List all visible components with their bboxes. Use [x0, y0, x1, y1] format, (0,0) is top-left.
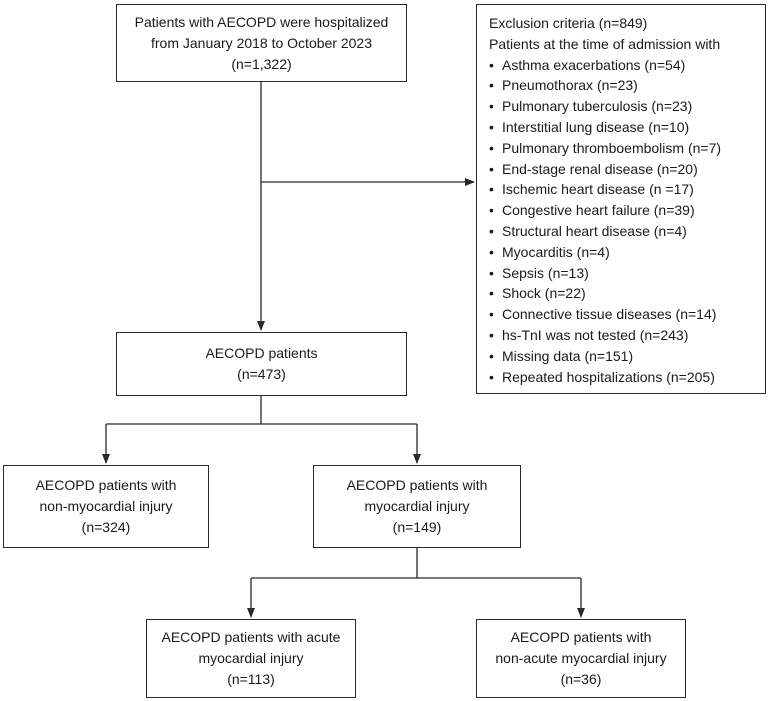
bullet-icon: • [489, 306, 494, 323]
exclusion-item: •Congestive heart failure (n=39) [489, 200, 765, 221]
myocardial-line-2: myocardial injury [364, 498, 470, 514]
bullet-icon: • [489, 160, 494, 177]
bullet-icon: • [489, 368, 494, 385]
aecopd-patients-box: AECOPD patients (n=473) [116, 332, 407, 396]
exclusion-item: •Sepsis (n=13) [489, 263, 765, 284]
bullet-icon: • [489, 98, 494, 115]
acute-line-1: AECOPD patients with acute [161, 629, 341, 645]
exclusion-item: •Pulmonary tuberculosis (n=23) [489, 96, 765, 117]
exclusion-item: •Ischemic heart disease (n =17) [489, 179, 765, 200]
non-myocardial-line-2: non-myocardial injury [39, 498, 173, 514]
exclusion-subtitle: Patients at the time of admission with [489, 35, 721, 52]
exclusion-item: •Missing data (n=151) [489, 346, 765, 367]
non-acute-myocardial-injury-box: AECOPD patients with non-acute myocardia… [476, 619, 686, 698]
exclusion-item: •Pulmonary thromboembolism (n=7) [489, 138, 765, 159]
bullet-icon: • [489, 285, 494, 302]
bullet-icon: • [489, 243, 494, 260]
bullet-icon: • [489, 118, 494, 135]
exclusion-item: •Connective tissue diseases (n=14) [489, 304, 765, 325]
hospitalized-patients-box: Patients with AECOPD were hospitalized f… [116, 4, 407, 82]
bullet-icon: • [489, 264, 494, 281]
exclusion-list: •Asthma exacerbations (n=54) •Pneumothor… [489, 55, 765, 388]
non-acute-count: (n=36) [560, 671, 602, 687]
exclusion-item: •End-stage renal disease (n=20) [489, 159, 765, 180]
exclusion-item: •Interstitial lung disease (n=10) [489, 117, 765, 138]
exclusion-item: •Asthma exacerbations (n=54) [489, 55, 765, 76]
aecopd-count: (n=473) [237, 366, 286, 382]
bullet-icon: • [489, 56, 494, 73]
bullet-icon: • [489, 326, 494, 343]
myocardial-injury-box: AECOPD patients with myocardial injury (… [313, 465, 521, 548]
exclusion-criteria-box: Exclusion criteria (n=849) Patients at t… [476, 4, 766, 394]
acute-count: (n=113) [227, 671, 275, 687]
bullet-icon: • [489, 181, 494, 198]
exclusion-item: •Myocarditis (n=4) [489, 242, 765, 263]
acute-line-2: myocardial injury [198, 650, 304, 666]
bullet-icon: • [489, 139, 494, 156]
myocardial-count: (n=149) [392, 519, 442, 535]
exclusion-item: •Pneumothorax (n=23) [489, 75, 765, 96]
hospitalized-line-1: Patients with AECOPD were hospitalized [134, 13, 389, 30]
exclusion-item: •Structural heart disease (n=4) [489, 221, 765, 242]
hospitalized-count: (n=1,322) [231, 55, 292, 72]
exclusion-item: •hs-TnI was not tested (n=243) [489, 325, 765, 346]
bullet-icon: • [489, 77, 494, 94]
myocardial-line-1: AECOPD patients with [346, 477, 488, 493]
non-myocardial-count: (n=324) [81, 519, 131, 535]
exclusion-title: Exclusion criteria (n=849) [489, 15, 648, 31]
non-myocardial-line-1: AECOPD patients with [35, 477, 177, 493]
bullet-icon: • [489, 202, 494, 219]
exclusion-item: •Shock (n=22) [489, 283, 765, 304]
non-acute-line-2: non-acute myocardial injury [495, 650, 667, 666]
bullet-icon: • [489, 222, 494, 239]
non-acute-line-1: AECOPD patients with [510, 629, 652, 645]
aecopd-label: AECOPD patients [205, 345, 318, 361]
bullet-icon: • [489, 347, 494, 364]
acute-myocardial-injury-box: AECOPD patients with acute myocardial in… [146, 619, 356, 698]
hospitalized-line-2: from January 2018 to October 2023 [150, 34, 373, 51]
exclusion-item: •Repeated hospitalizations (n=205) [489, 367, 765, 388]
non-myocardial-injury-box: AECOPD patients with non-myocardial inju… [3, 465, 209, 548]
